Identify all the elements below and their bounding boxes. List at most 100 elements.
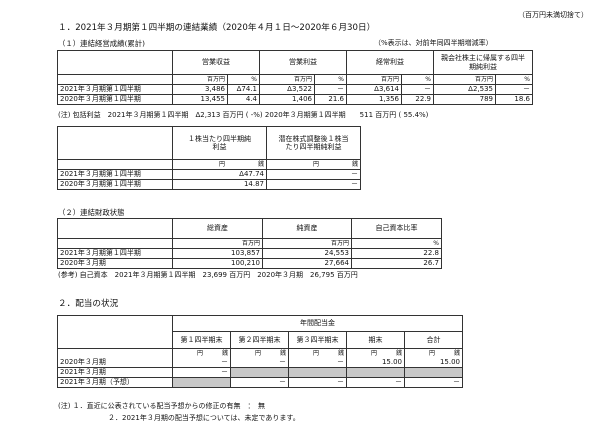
header-net-assets: 純資産 bbox=[262, 218, 352, 239]
unit-million: 百万円 bbox=[259, 74, 315, 85]
cell-q3: － bbox=[288, 358, 347, 368]
cell-net-assets: 24,553 bbox=[262, 248, 352, 259]
cell-equity-ratio: 26.7 bbox=[351, 258, 442, 269]
unit-pct: % bbox=[495, 74, 533, 85]
unit-sen: 銭 bbox=[453, 349, 460, 357]
unit-yen: 円 bbox=[197, 349, 204, 357]
unit-million: 百万円 bbox=[172, 238, 263, 249]
dividend-unit-row-label bbox=[57, 348, 173, 358]
cell-total-assets: 100,210 bbox=[172, 258, 263, 269]
cell-pct: 21.6 bbox=[314, 94, 347, 105]
cell-value: 789 bbox=[433, 94, 496, 105]
row-label: 2021年３月期第１四半期 bbox=[57, 84, 173, 95]
eps-unit-row-label bbox=[57, 159, 173, 170]
financial-table: 総資産 純資産 自己資本比率 百万円 百万円 % 2021年３月期第１四半期 1… bbox=[57, 218, 442, 269]
dividend-unit-cell: 円銭 bbox=[346, 348, 405, 358]
cell-q1 bbox=[172, 377, 231, 388]
cell-q2 bbox=[230, 367, 289, 378]
financial-subtitle: （２）連結財政状態 bbox=[58, 208, 125, 217]
eps-table: １株当たり四半期純利益 潜在株式調整後１株当たり四半期純利益 円銭 円銭 202… bbox=[57, 126, 361, 190]
cell-pct: － bbox=[314, 84, 347, 95]
cell-pct: － bbox=[401, 84, 434, 95]
eps-header-blank bbox=[57, 126, 173, 160]
cell-pct: 22.9 bbox=[401, 94, 434, 105]
financial-unit-row-label bbox=[57, 238, 173, 249]
header-net-income-parent: 親会社株主に帰属する四半期純利益 bbox=[433, 50, 533, 75]
cell-q1: － bbox=[172, 367, 231, 378]
row-label: 2021年３月期第１四半期 bbox=[57, 169, 173, 180]
cell-year-end bbox=[346, 367, 405, 378]
cell-value: Δ3,522 bbox=[259, 84, 315, 95]
header-diluted-eps: 潜在株式調整後１株当たり四半期純利益 bbox=[266, 126, 361, 160]
dividend-unit-cell: 円銭 bbox=[288, 348, 347, 358]
cell-diluted-eps: － bbox=[266, 179, 361, 190]
unit-sen: 銭 bbox=[351, 160, 358, 168]
unit-yen: 円 bbox=[255, 349, 262, 357]
cell-value: 1,406 bbox=[259, 94, 315, 105]
header-total-assets: 総資産 bbox=[172, 218, 263, 239]
dividend-header-blank bbox=[57, 315, 173, 332]
cell-value: Δ2,535 bbox=[433, 84, 496, 95]
dividend-note-2: ２．2021年３月期の配当予想については、未定であります。 bbox=[108, 414, 300, 422]
dividend-header-blank bbox=[57, 331, 173, 349]
unit-million: 百万円 bbox=[172, 74, 228, 85]
cell-q2: － bbox=[230, 377, 289, 388]
row-label: 2021年３月期（予想） bbox=[57, 377, 173, 388]
unit-sen: 銭 bbox=[257, 160, 264, 168]
cell-q1: － bbox=[172, 358, 231, 368]
header-q1-end: 第１四半期末 bbox=[172, 331, 231, 349]
cell-value: 13,455 bbox=[172, 94, 228, 105]
results-unit-row-label bbox=[57, 74, 173, 85]
header-year-end: 期末 bbox=[346, 331, 405, 349]
dividend-unit-cell: 円銭 bbox=[230, 348, 289, 358]
header-ordinary-income: 経常利益 bbox=[346, 50, 434, 75]
dividend-table: 年間配当金 第１四半期末 第２四半期末 第３四半期末 期末 合計 円銭 円銭 円… bbox=[57, 315, 463, 388]
dividend-unit-cell: 円銭 bbox=[404, 348, 463, 358]
unit-pct: % bbox=[351, 238, 442, 249]
section1-title: １．2021年３月期第１四半期の連結業績（2020年４月１日～2020年６月30… bbox=[58, 23, 376, 33]
row-label: 2020年３月期 bbox=[57, 258, 173, 269]
unit-yen: 円 bbox=[429, 349, 436, 357]
row-label: 2020年３月期 bbox=[57, 358, 173, 368]
row-label: 2021年３月期 bbox=[57, 367, 173, 378]
unit-million: 百万円 bbox=[262, 238, 352, 249]
unit-pct: % bbox=[227, 74, 260, 85]
cell-pct: 18.6 bbox=[495, 94, 533, 105]
unit-yen: 円 bbox=[371, 349, 378, 357]
unit-million: 百万円 bbox=[346, 74, 402, 85]
unit-pct: % bbox=[314, 74, 347, 85]
results-header-blank bbox=[57, 50, 173, 75]
section2-title: ２．配当の状況 bbox=[58, 299, 119, 309]
unit-million: 百万円 bbox=[433, 74, 496, 85]
cell-value: Δ3,614 bbox=[346, 84, 402, 95]
cell-pct: Δ74.1 bbox=[227, 84, 260, 95]
unit-pct: % bbox=[401, 74, 434, 85]
cell-eps: Δ47.74 bbox=[172, 169, 267, 180]
results-table: 営業収益 営業利益 経常利益 親会社株主に帰属する四半期純利益 百万円 % 百万… bbox=[57, 50, 533, 105]
eps-unit-cell: 円銭 bbox=[172, 159, 267, 170]
cell-total bbox=[404, 367, 463, 378]
unit-yen: 円 bbox=[313, 160, 320, 168]
unit-sen: 銭 bbox=[221, 349, 228, 357]
cell-value: 1,356 bbox=[346, 94, 402, 105]
cell-net-assets: 27,664 bbox=[262, 258, 352, 269]
cell-q3 bbox=[288, 367, 347, 378]
row-label: 2020年３月期第１四半期 bbox=[57, 94, 173, 105]
row-label: 2021年３月期第１四半期 bbox=[57, 248, 173, 259]
unit-yen: 円 bbox=[313, 349, 320, 357]
comprehensive-income-note: (注) 包括利益 2021年３月期第１四半期 Δ2,313 百万円 ( -%) … bbox=[58, 111, 429, 119]
cell-eps: 14.87 bbox=[172, 179, 267, 190]
cell-total: 15.00 bbox=[404, 358, 463, 368]
cell-q2: － bbox=[230, 358, 289, 368]
unit-sen: 銭 bbox=[279, 349, 286, 357]
unit-sen: 銭 bbox=[395, 349, 402, 357]
header-eps: １株当たり四半期純利益 bbox=[172, 126, 267, 160]
percent-note: （%表示は、対前年同四半期増減率） bbox=[374, 39, 493, 47]
cell-year-end: 15.00 bbox=[346, 358, 405, 368]
header-equity-ratio: 自己資本比率 bbox=[351, 218, 442, 239]
cell-diluted-eps: － bbox=[266, 169, 361, 180]
header-annual-dividend: 年間配当金 bbox=[172, 315, 463, 332]
dividend-note-1: (注) １．直近に公表されている配当予想からの修正の有無 ： 無 bbox=[58, 402, 265, 410]
cell-pct: － bbox=[495, 84, 533, 95]
dividend-unit-cell: 円銭 bbox=[172, 348, 231, 358]
